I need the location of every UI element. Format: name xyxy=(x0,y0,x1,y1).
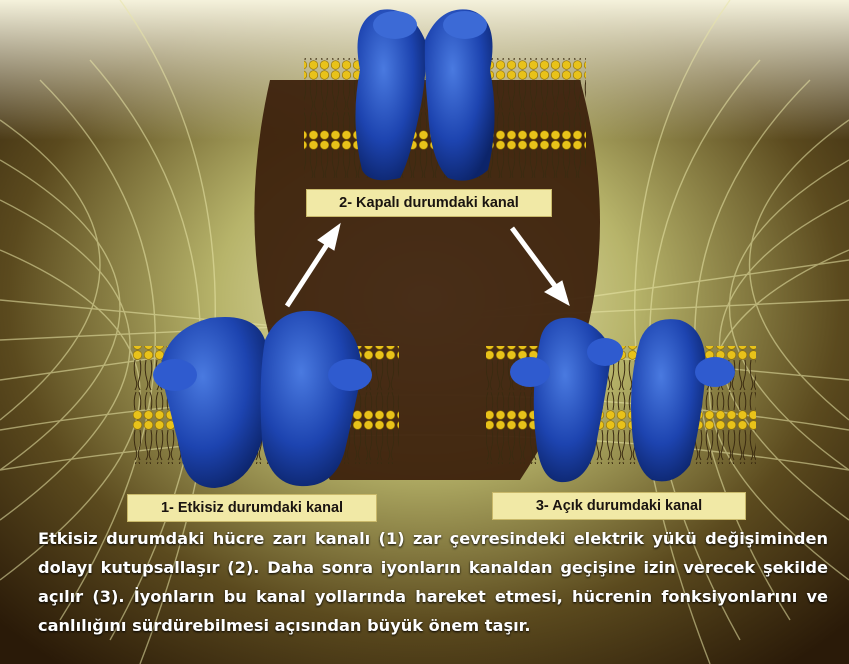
label-closed-channel: 2- Kapalı durumdaki kanal xyxy=(306,189,552,217)
label-inactive-channel: 1- Etkisiz durumdaki kanal xyxy=(127,494,377,522)
label-open-channel: 3- Açık durumdaki kanal xyxy=(492,492,746,520)
caption-text: Etkisiz durumdaki hücre zarı kanalı (1) … xyxy=(38,524,828,640)
